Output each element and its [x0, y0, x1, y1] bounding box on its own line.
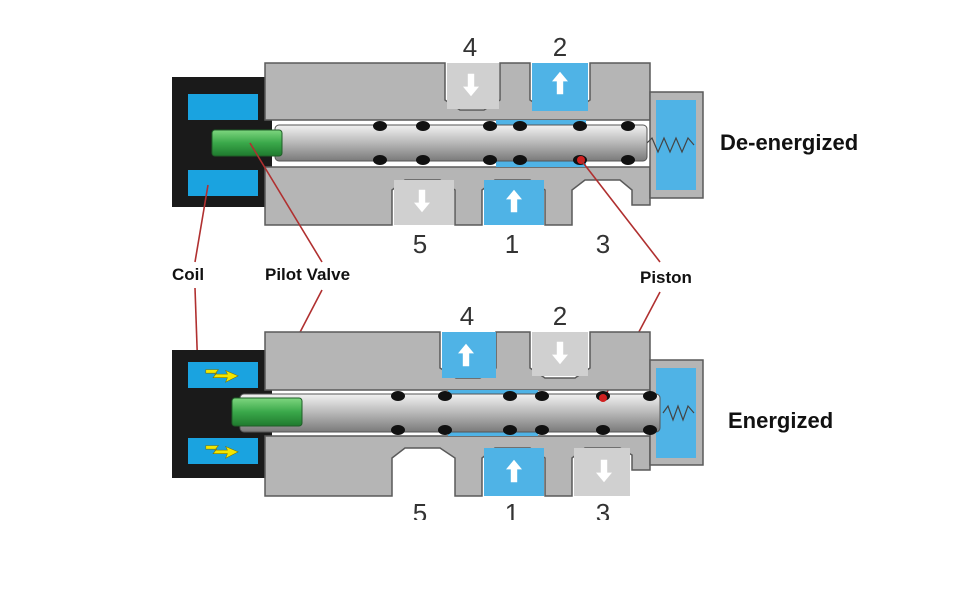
coil-label: Coil [172, 265, 204, 284]
pilot-valve-leader-line [249, 142, 323, 263]
spring-cavity [656, 100, 696, 190]
port-1-label: 1 [505, 229, 519, 259]
o-rings [373, 121, 635, 165]
piston-rod [274, 124, 648, 162]
coil-winding [188, 170, 258, 196]
port-2-label: 2 [553, 301, 567, 331]
port-5-label: 5 [413, 229, 427, 259]
spring-icon [644, 136, 695, 154]
port-4-label: 4 [460, 301, 474, 331]
port-3-label: 3 [596, 229, 610, 259]
coil-winding [188, 94, 258, 120]
pilot-valve [231, 397, 303, 427]
piston-label: Piston [640, 268, 692, 287]
piston-rod [239, 393, 661, 433]
valve-energized: 4 2 5 1 3 Energized [172, 301, 833, 528]
piston-leader-line [580, 159, 661, 263]
port-4-label: 4 [463, 32, 477, 62]
piston-marker [599, 394, 607, 402]
pilot-valve [211, 129, 283, 157]
bottom-mask [0, 520, 970, 607]
valve-de-energized: 4 2 5 1 3 De-energized [172, 32, 858, 259]
state-label-energized: Energized [728, 408, 833, 433]
port-2-label: 2 [553, 32, 567, 62]
coil-leader-line [194, 184, 209, 263]
pilot-valve-label: Pilot Valve [265, 265, 350, 284]
state-label-de-energized: De-energized [720, 130, 858, 155]
spring-icon [662, 404, 695, 422]
o-rings [391, 391, 657, 435]
